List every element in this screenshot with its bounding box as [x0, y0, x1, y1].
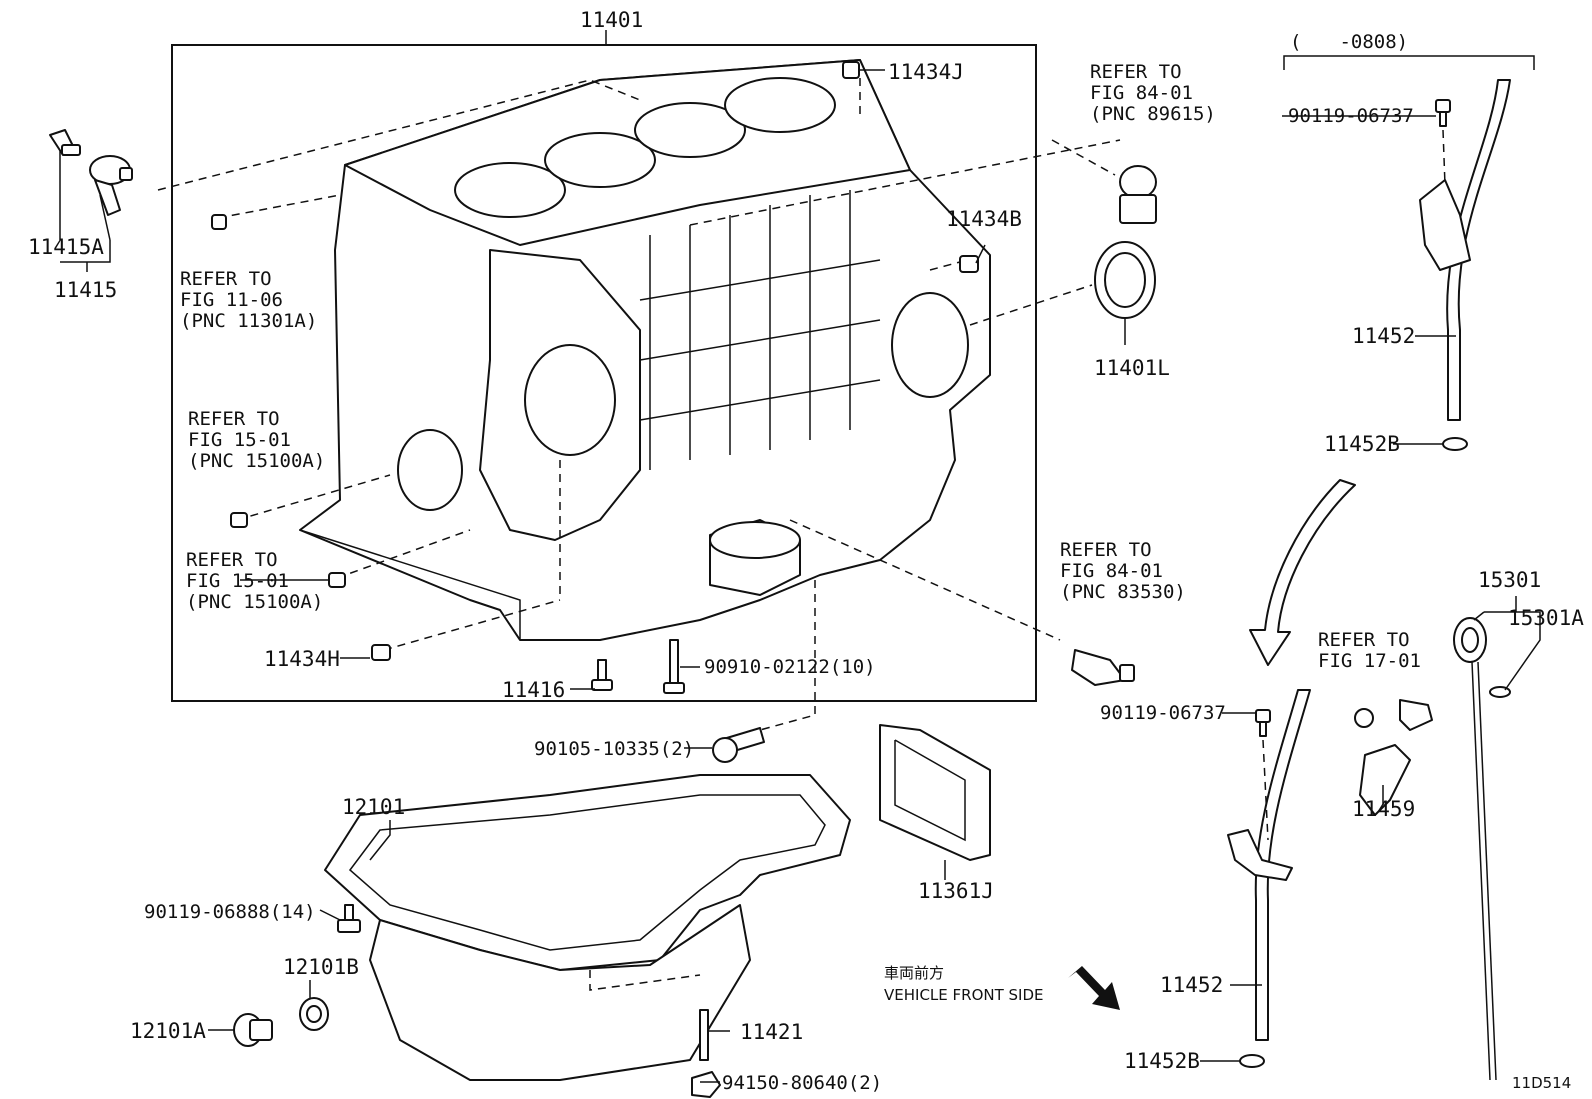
o-ring-15301A	[1489, 686, 1511, 698]
stud-11421	[699, 1009, 709, 1061]
refer-note-15-01-a: REFER TO FIG 15-01 (PNC 15100A)	[188, 408, 325, 472]
bolt-90119-06737-top	[1435, 99, 1451, 127]
svg-text:FIG 15-01: FIG 15-01	[188, 429, 291, 451]
label-11415A: 11415A	[28, 235, 104, 259]
diagram-id: 11D514	[1512, 1074, 1571, 1092]
label-11459: 11459	[1352, 797, 1415, 821]
oil-pan-12101	[324, 774, 851, 1081]
refer-note-84-01-a: REFER TO FIG 84-01 (PNC 89615)	[1090, 61, 1216, 125]
oil-pressure-switch-83530	[1071, 649, 1135, 686]
label-12101B: 12101B	[283, 955, 359, 979]
svg-text:REFER TO: REFER TO	[1318, 629, 1410, 651]
label-11452B-top: 11452B	[1324, 432, 1400, 456]
dipstick-guide-11452-top	[1419, 79, 1511, 421]
knock-sensor-89615	[1119, 165, 1157, 224]
date-bracket	[1283, 55, 1535, 70]
svg-text:REFER TO: REFER TO	[1090, 61, 1182, 83]
label-12101A: 12101A	[130, 1019, 206, 1043]
refer-note-15-01-b: REFER TO FIG 15-01 (PNC 15100A)	[186, 549, 323, 613]
direction-arrow	[1249, 479, 1356, 666]
pin-11434J	[842, 61, 860, 79]
svg-text:REFER TO: REFER TO	[180, 268, 272, 290]
svg-text:REFER TO: REFER TO	[1060, 539, 1152, 561]
label-90910-02122: 90910-02122(10)	[704, 656, 876, 678]
svg-text:(PNC 15100A): (PNC 15100A)	[186, 591, 323, 613]
dowel-pin-upper	[211, 214, 227, 230]
svg-text:FIG 11-06: FIG 11-06	[180, 289, 283, 311]
block-group-frame	[171, 44, 1037, 702]
dowel-pin-mid	[230, 512, 248, 528]
label-11415: 11415	[54, 278, 117, 302]
label-11416: 11416	[502, 678, 565, 702]
baffle-plate-11361J	[879, 724, 991, 861]
svg-text:(PNC 89615): (PNC 89615)	[1090, 103, 1216, 125]
dowel-pin-low	[328, 572, 346, 588]
label-11434J: 11434J	[888, 60, 964, 84]
label-11452B-bottom: 11452B	[1124, 1049, 1200, 1073]
label-11434H: 11434H	[264, 647, 340, 671]
oil-seal-11401L	[1094, 241, 1156, 319]
label-12101: 12101	[342, 795, 405, 819]
front-note-jp: 車両前方	[884, 964, 944, 982]
svg-text:FIG 15-01: FIG 15-01	[186, 570, 289, 592]
label-11401L: 11401L	[1094, 356, 1170, 380]
drain-plug-12101A	[233, 1013, 273, 1047]
label-90119-06737-top: 90119-06737	[1288, 105, 1414, 127]
label-90119-06888: 90119-06888(14)	[144, 901, 316, 923]
label-90105-10335: 90105-10335(2)	[534, 738, 694, 760]
nut-94150	[691, 1071, 721, 1098]
label-11401: 11401	[580, 8, 643, 32]
cylinder-block	[299, 59, 991, 641]
label-11434B: 11434B	[946, 207, 1022, 231]
label-11421: 11421	[740, 1020, 803, 1044]
dipstick-15301	[1453, 617, 1497, 1081]
bolt-90119-06737-bottom	[1255, 709, 1271, 737]
svg-text:(PNC 15100A): (PNC 15100A)	[188, 450, 325, 472]
label-94150-80640: 94150-80640(2)	[722, 1072, 882, 1094]
label-15301A: 15301A	[1508, 606, 1584, 630]
gasket-12101B	[299, 997, 329, 1031]
pin-11434H	[371, 644, 391, 661]
label-90119-06737-bottom: 90119-06737	[1100, 702, 1226, 724]
bolt-11416	[591, 659, 613, 691]
svg-text:REFER TO: REFER TO	[186, 549, 278, 571]
svg-text:(PNC 83530): (PNC 83530)	[1060, 581, 1186, 603]
front-note-en: VEHICLE FRONT SIDE	[884, 986, 1044, 1004]
refer-note-11-06: REFER TO FIG 11-06 (PNC 11301A)	[180, 268, 317, 332]
o-ring-11452B-top	[1442, 437, 1468, 451]
label-11452-bottom: 11452	[1160, 973, 1223, 997]
bolt-90910	[663, 639, 685, 694]
bolt-90105	[712, 727, 765, 763]
o-ring-11452B-bottom	[1239, 1054, 1265, 1068]
bolt-90119-06888	[337, 904, 361, 933]
svg-text:FIG 84-01: FIG 84-01	[1090, 82, 1193, 104]
svg-text:(PNC 11301A): (PNC 11301A)	[180, 310, 317, 332]
svg-text:REFER TO: REFER TO	[188, 408, 280, 430]
refer-note-17-01: REFER TO FIG 17-01	[1318, 629, 1421, 672]
svg-text:FIG 84-01: FIG 84-01	[1060, 560, 1163, 582]
label-15301: 15301	[1478, 568, 1541, 592]
dipstick-guide-11452-bottom	[1227, 689, 1311, 1041]
date-range: ( -0808)	[1290, 31, 1408, 53]
refer-note-84-01-b: REFER TO FIG 84-01 (PNC 83530)	[1060, 539, 1186, 603]
svg-text:FIG 17-01: FIG 17-01	[1318, 650, 1421, 672]
pin-11434B	[959, 255, 979, 273]
front-arrow-icon	[1068, 966, 1120, 1010]
label-11361J: 11361J	[918, 879, 994, 903]
clamp-11459	[1354, 699, 1433, 816]
label-11452-top: 11452	[1352, 324, 1415, 348]
sensor-11415	[49, 129, 133, 216]
